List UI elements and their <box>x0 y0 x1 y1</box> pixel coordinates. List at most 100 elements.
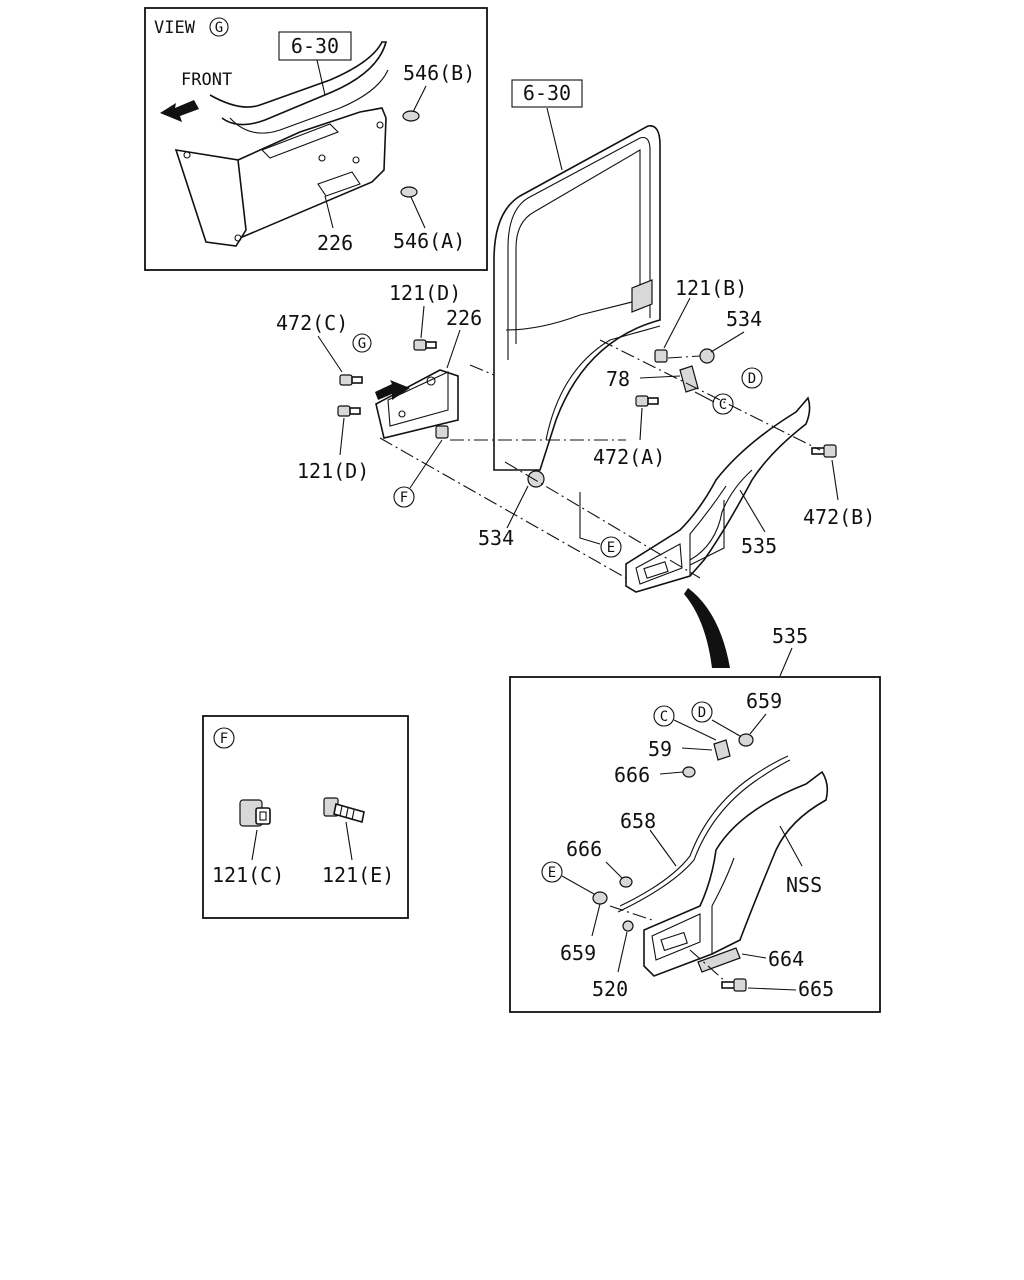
label-534-top: 534 <box>726 307 762 331</box>
marker-d-main: D <box>741 367 763 389</box>
label-534-bottom: 534 <box>478 526 514 550</box>
view-g-marker: G <box>209 17 229 37</box>
svg-text:E: E <box>607 540 615 556</box>
detail-f-panel: F 121(C) 121(E) <box>202 715 409 919</box>
marker-g-main: G <box>352 333 372 353</box>
view-g-step-recess <box>317 171 361 197</box>
grommet-546b-icon <box>402 110 420 122</box>
svg-text:G: G <box>358 336 366 352</box>
svg-text:F: F <box>400 490 408 506</box>
label-121d-top: 121(D) <box>389 281 461 305</box>
detail-marker-d: D <box>691 701 713 723</box>
view-g-marker-text: G <box>215 20 223 36</box>
screw-659-top-icon <box>738 733 754 747</box>
bolt-472b-icon <box>811 444 837 458</box>
bolt-121d-bottom-icon <box>337 405 361 417</box>
fender-535 <box>625 396 811 593</box>
view-g-front-trim <box>174 149 247 247</box>
fender-535-detail <box>643 770 829 977</box>
view-direction-arrow-icon <box>375 380 410 400</box>
detail-marker-e: E <box>541 861 563 883</box>
fender-step-recess <box>635 543 683 585</box>
marker-c-main: C <box>712 393 734 415</box>
screw-665-icon <box>721 978 747 992</box>
clip-59-icon <box>713 739 731 761</box>
door-window-sill <box>505 299 641 331</box>
label-472b: 472(B) <box>803 505 875 529</box>
clip-666-top-icon <box>682 766 696 778</box>
door-6-30 <box>493 125 661 471</box>
front-arrow-icon <box>160 100 199 122</box>
door-handle-icon <box>631 279 653 313</box>
label-664: 664 <box>768 947 804 971</box>
bolt-472c-icon <box>339 374 363 386</box>
svg-text:D: D <box>698 705 706 721</box>
main-ref-label: 6-30 <box>523 81 571 105</box>
clip-121e-icon <box>323 797 365 824</box>
view-g-title: VIEW <box>154 18 196 38</box>
bracket-226-inner <box>387 371 449 427</box>
label-665: 665 <box>798 977 834 1001</box>
moulding-658 <box>617 759 791 913</box>
label-535-detail: 535 <box>772 624 808 648</box>
marker-f-main: F <box>393 486 415 508</box>
door-inner-edge <box>507 136 651 360</box>
front-label: FRONT <box>181 70 232 90</box>
fender-mudguard <box>689 500 725 566</box>
label-121d-bottom: 121(D) <box>297 459 369 483</box>
bracket-226 <box>375 369 459 439</box>
label-546a: 546(A) <box>393 229 465 253</box>
fender-arch <box>689 469 753 561</box>
view-g-ref-label: 6-30 <box>291 34 339 58</box>
view-g-frame <box>144 7 488 271</box>
svg-text:C: C <box>660 709 668 725</box>
svg-text:E: E <box>548 865 556 881</box>
bolt-472a-icon <box>635 395 659 407</box>
grommet-546a-icon <box>400 186 418 198</box>
label-78: 78 <box>606 367 630 391</box>
detail-marker-c: C <box>653 705 675 727</box>
detail-f-marker: F <box>213 727 235 749</box>
detail-535-frame <box>509 676 881 1013</box>
label-659-top: 659 <box>746 689 782 713</box>
door-window-frame <box>515 149 641 344</box>
clip-f-icon <box>435 425 449 439</box>
bracket-78-icon <box>679 365 699 393</box>
clip-121c-icon <box>239 799 271 827</box>
label-472c: 472(C) <box>276 311 348 335</box>
label-666-mid: 666 <box>566 837 602 861</box>
label-546b: 546(B) <box>403 61 475 85</box>
label-121b: 121(B) <box>675 276 747 300</box>
label-659-bottom: 659 <box>560 941 596 965</box>
label-226-view-g: 226 <box>317 231 353 255</box>
detail-535-panel: C D 659 59 666 658 <box>509 676 881 1013</box>
fender-reflector <box>643 561 669 579</box>
detail-f-frame <box>202 715 409 919</box>
svg-text:C: C <box>719 397 727 413</box>
svg-text:D: D <box>748 371 756 387</box>
fender-detail-step <box>651 913 701 961</box>
view-g-cab-edge <box>209 41 388 126</box>
view-g-ref-box <box>278 31 352 61</box>
grommet-534-bottom-icon <box>527 470 545 488</box>
marker-e-main: E <box>600 536 622 558</box>
main-ref-box <box>511 79 583 108</box>
view-g-cab-inner <box>229 69 389 134</box>
label-nss: NSS <box>786 873 822 897</box>
detail-pointer-arrow-icon <box>684 588 730 668</box>
view-g-panel: VIEW G 6-30 FRONT 546(B) 546(A) 226 <box>144 7 488 271</box>
label-226-main: 226 <box>446 306 482 330</box>
bolt-121d-top-icon <box>413 339 437 351</box>
label-658: 658 <box>620 809 656 833</box>
label-666-top: 666 <box>614 763 650 787</box>
label-121e: 121(E) <box>322 863 394 887</box>
main-assembly: 6-30 226 121(D) 472(C) <box>276 79 875 677</box>
label-520: 520 <box>592 977 628 1001</box>
fender-detail-inner <box>711 857 735 954</box>
fender-inner-edge <box>689 485 727 576</box>
view-g-panel-226 <box>225 107 387 239</box>
clip-666-mid-icon <box>619 876 633 888</box>
label-535-fender: 535 <box>741 534 777 558</box>
view-g-handle-recess <box>261 123 339 159</box>
fender-detail-reflector <box>660 931 688 952</box>
